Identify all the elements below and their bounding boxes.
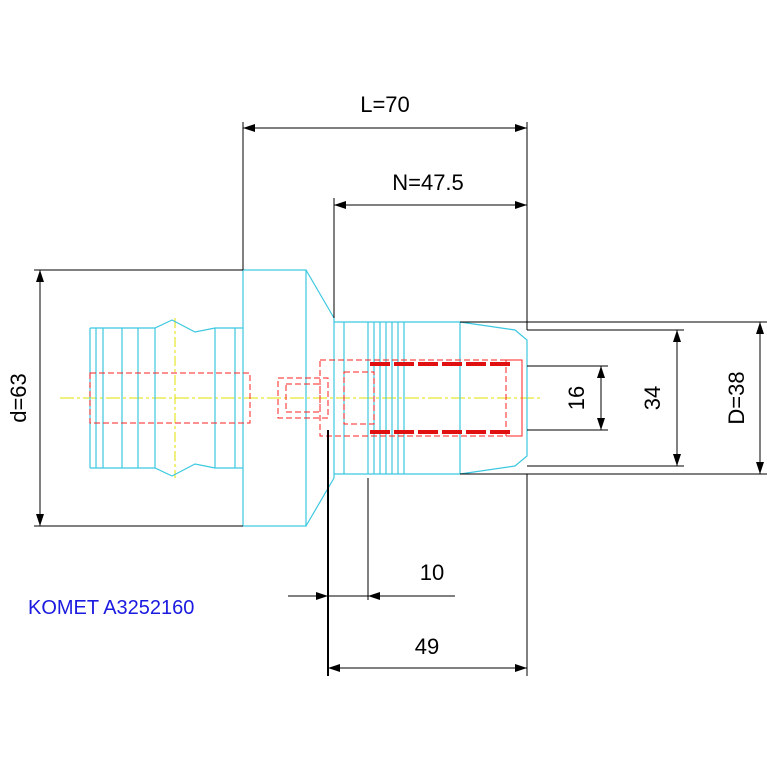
dim-L: L=70	[360, 92, 410, 117]
dim-34: 34	[640, 386, 665, 410]
dim-49: 49	[415, 634, 439, 659]
hidden-lines	[89, 359, 523, 437]
dim-D: D=38	[724, 371, 749, 424]
dim-N: N=47.5	[392, 170, 464, 195]
dim-16: 16	[564, 386, 589, 410]
dimension-lines	[34, 122, 767, 676]
part-outline	[89, 269, 528, 527]
drawing-title: KOMET A3252160	[28, 597, 194, 619]
dim-10: 10	[420, 560, 444, 585]
thread-lines	[370, 362, 514, 434]
dim-d: d=63	[6, 373, 31, 423]
